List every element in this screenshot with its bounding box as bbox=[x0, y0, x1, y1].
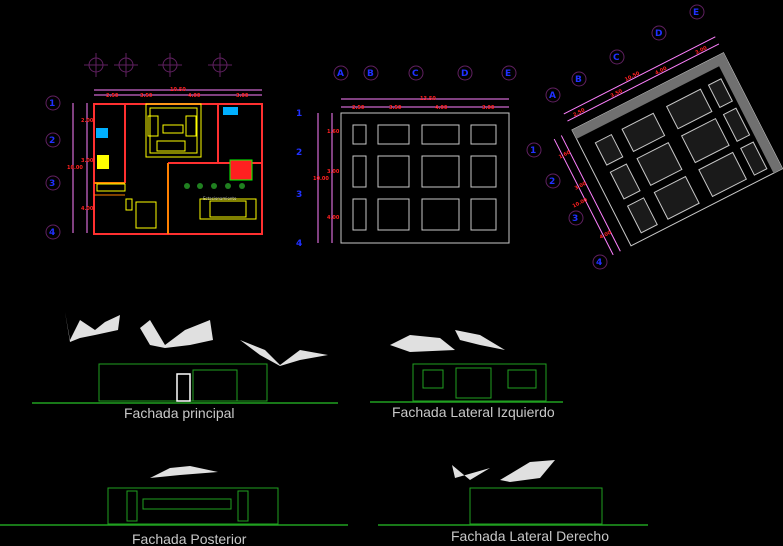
plan-depth-1: 2.00 bbox=[81, 118, 94, 124]
front-elevation-title: Fachada principal bbox=[124, 405, 235, 421]
iso-grid-1: 1 bbox=[530, 146, 536, 156]
plan-dim-1: 2.50 bbox=[106, 93, 119, 99]
iso-dim-1: 2.50 bbox=[572, 107, 586, 118]
front-elevation: Fachada principal bbox=[32, 312, 338, 421]
right-elevation-title: Fachada Lateral Derecho bbox=[451, 528, 609, 544]
tree-hatch bbox=[65, 312, 120, 342]
iso-grid-a: A bbox=[549, 91, 556, 101]
struct-grid-e: E bbox=[505, 69, 511, 79]
struct-depth-1: 1.60 bbox=[327, 129, 340, 135]
tree-hatch bbox=[240, 340, 328, 366]
left-elevation: Fachada Lateral Izquierdo bbox=[370, 330, 563, 420]
garage-label: Estacionamiento bbox=[203, 196, 237, 201]
rear-elevation: Fachada Posterior bbox=[0, 466, 348, 546]
desk-icon bbox=[97, 155, 109, 169]
iso-grid-e: E bbox=[693, 8, 699, 18]
struct-dim-4: 3.00 bbox=[482, 105, 495, 111]
struct-grid-4: 4 bbox=[296, 239, 302, 249]
iso-grid-4: 4 bbox=[596, 258, 602, 268]
struct-depth-3: 4.00 bbox=[327, 215, 340, 221]
bathtub-icon bbox=[96, 128, 108, 138]
grid-label-1: 1 bbox=[49, 99, 55, 109]
iso-grid-3: 3 bbox=[572, 214, 578, 224]
plan-depth-3: 4.00 bbox=[81, 206, 94, 212]
struct-grid-b: B bbox=[367, 69, 374, 79]
struct-dim-3: 4.00 bbox=[435, 105, 448, 111]
iso-grid-d: D bbox=[655, 29, 662, 39]
iso-grid-b: B bbox=[575, 75, 582, 85]
plan-dim-2: 3.50 bbox=[140, 93, 153, 99]
structure-plan: A B C D E 1 2 3 4 13.50 2.50 3.50 4.00 3… bbox=[296, 65, 517, 249]
struct-depth-2: 3.00 bbox=[327, 169, 340, 175]
iso-total-width: 10.50 bbox=[624, 70, 641, 83]
struct-dim-1: 2.50 bbox=[352, 105, 365, 111]
tree-hatch bbox=[390, 335, 455, 352]
grid-label-2: 2 bbox=[49, 136, 55, 146]
plan-total-depth: 10.00 bbox=[67, 165, 83, 171]
floor-plan: 1 2 3 4 10.50 2.50 3.50 4.00 3.00 10.00 … bbox=[45, 53, 263, 240]
iso-depth-3: 4.00 bbox=[599, 230, 613, 241]
tree-hatch bbox=[500, 460, 555, 482]
struct-grid-d: D bbox=[461, 69, 468, 79]
iso-dim-3: 4.00 bbox=[654, 65, 668, 76]
struct-total-depth: 10.00 bbox=[313, 176, 329, 182]
grid-label-3: 3 bbox=[49, 179, 55, 189]
struct-grid-2: 2 bbox=[296, 148, 302, 158]
tree-hatch bbox=[140, 320, 213, 348]
tree-hatch bbox=[150, 466, 218, 478]
bed-icon bbox=[229, 159, 253, 181]
sink-icon bbox=[223, 107, 238, 115]
struct-total-width: 13.50 bbox=[420, 96, 436, 102]
isometric-view: 10.50 2.50 3.50 4.00 3.00 10.00 1.60 3.0… bbox=[526, 4, 783, 270]
plan-dim-4: 3.00 bbox=[236, 93, 249, 99]
iso-dim-2: 3.50 bbox=[610, 88, 624, 99]
right-elevation: Fachada Lateral Derecho bbox=[378, 460, 648, 544]
iso-dim-4: 3.00 bbox=[694, 45, 708, 56]
rear-elevation-title: Fachada Posterior bbox=[132, 531, 247, 546]
grid-label-4: 4 bbox=[49, 228, 55, 238]
iso-depth-1: 1.60 bbox=[558, 149, 572, 160]
iso-grid-c: C bbox=[613, 53, 620, 63]
tree-hatch bbox=[455, 330, 505, 350]
struct-grid-1: 1 bbox=[296, 109, 302, 119]
left-elevation-title: Fachada Lateral Izquierdo bbox=[392, 404, 555, 420]
struct-dim-2: 3.50 bbox=[389, 105, 402, 111]
struct-grid-3: 3 bbox=[296, 190, 302, 200]
iso-total-depth: 10.00 bbox=[572, 197, 589, 210]
iso-grid-2: 2 bbox=[549, 177, 555, 187]
struct-grid-c: C bbox=[412, 69, 419, 79]
tree-hatch bbox=[452, 465, 490, 480]
plan-depth-2: 3.00 bbox=[81, 158, 94, 164]
struct-grid-a: A bbox=[337, 69, 344, 79]
iso-depth-2: 3.00 bbox=[574, 180, 588, 191]
plan-dim-3: 4.00 bbox=[188, 93, 201, 99]
plan-total-width: 10.50 bbox=[170, 87, 186, 93]
